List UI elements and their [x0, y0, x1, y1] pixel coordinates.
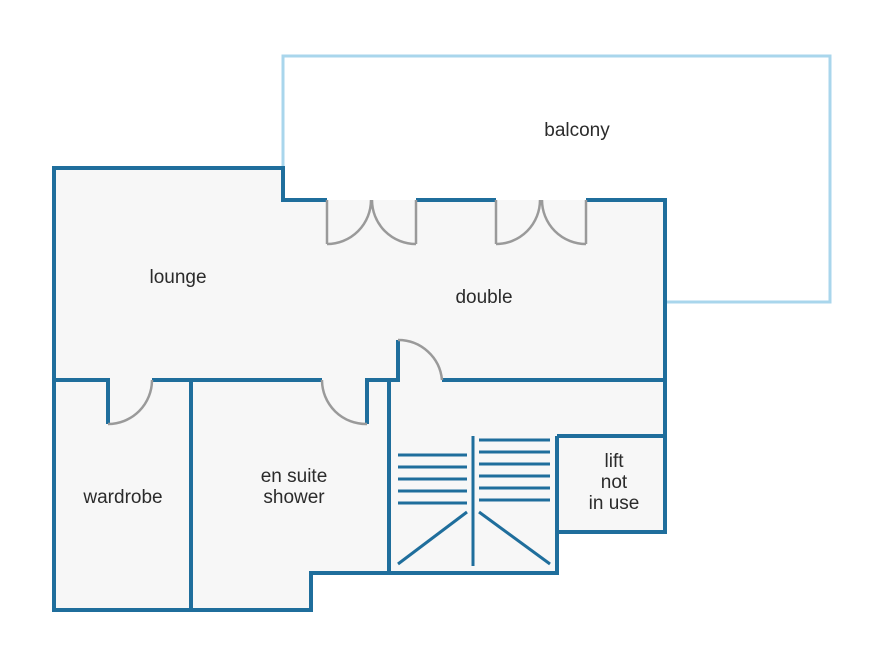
balcony-label: balcony [544, 120, 610, 141]
staircase [397, 436, 551, 566]
ensuite-door [320, 379, 368, 426]
balcony-door-right [494, 199, 588, 246]
balcony-door-left [325, 199, 418, 246]
wardrobe-door [107, 379, 154, 426]
door-jambs [106, 340, 400, 424]
lounge-label: lounge [149, 267, 206, 288]
lift-label-line3: in use [589, 493, 640, 514]
floor-area [54, 168, 665, 610]
lift-label-line2: not [601, 472, 628, 493]
double-door [397, 338, 444, 381]
wardrobe-label: wardrobe [82, 487, 162, 508]
lift-label-line1: lift [605, 451, 625, 472]
ensuite-label-line2: shower [263, 487, 325, 508]
exterior-walls [52, 166, 667, 612]
ensuite-label-line1: en suite [261, 466, 328, 487]
double-label: double [455, 287, 512, 308]
interior-walls [54, 378, 665, 610]
